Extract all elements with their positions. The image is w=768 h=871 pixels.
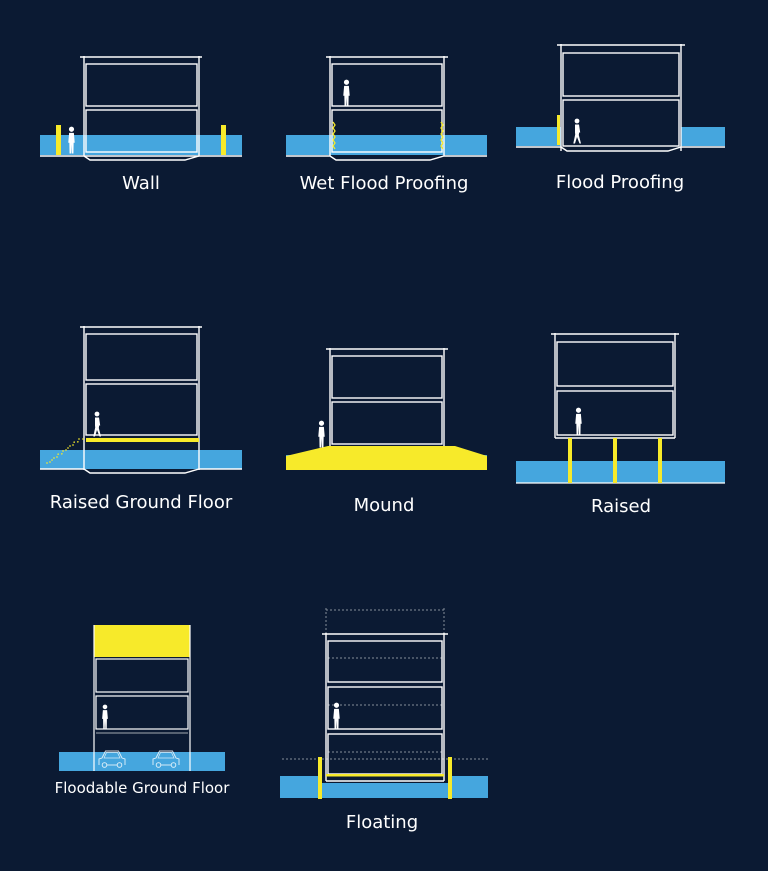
person-icon xyxy=(318,420,325,448)
diagram-wall xyxy=(40,56,242,161)
label-wet-flood-proofing: Wet Flood Proofing xyxy=(299,173,469,194)
diagram-wet-flood-proofing xyxy=(286,56,487,161)
diagram-mound xyxy=(286,348,487,470)
building xyxy=(40,326,242,474)
diagram-raised xyxy=(516,333,725,484)
diagram-floating xyxy=(280,608,488,799)
guide-post-right xyxy=(448,757,452,799)
person-icon xyxy=(343,79,350,107)
diagram-raised-ground-floor xyxy=(40,326,242,474)
earth-mound xyxy=(286,446,487,470)
pillar xyxy=(613,438,617,483)
flood-barrier xyxy=(557,115,560,145)
water-level xyxy=(40,450,242,469)
water-level xyxy=(516,461,725,483)
building xyxy=(322,633,448,782)
label-raised-ground-floor: Raised Ground Floor xyxy=(49,492,233,513)
floating-platform xyxy=(326,774,444,777)
building-interior-dry xyxy=(561,127,681,146)
building xyxy=(551,333,679,439)
water-level xyxy=(286,135,487,155)
top-floor-highlight xyxy=(94,625,190,657)
flood-wall-left xyxy=(56,125,61,155)
flood-wall-right xyxy=(221,125,226,155)
raised-floor-slab xyxy=(86,438,199,442)
label-wall: Wall xyxy=(122,173,160,194)
label-floodable-ground-floor: Floodable Ground Floor xyxy=(54,779,230,797)
diagram-flood-proofing xyxy=(516,44,725,152)
diagram-floodable-ground-floor xyxy=(59,625,225,771)
label-floating: Floating xyxy=(345,812,419,833)
flood-vent-right xyxy=(440,121,444,150)
building xyxy=(93,625,191,771)
floating-hull xyxy=(322,776,449,783)
building xyxy=(40,56,242,161)
label-flood-proofing: Flood Proofing xyxy=(555,172,685,193)
label-mound: Mound xyxy=(353,495,415,516)
person-icon xyxy=(102,704,108,729)
person-icon xyxy=(333,702,340,730)
pillar xyxy=(568,438,572,483)
label-raised: Raised xyxy=(590,496,652,517)
guide-post-left xyxy=(318,757,322,799)
water-level xyxy=(59,752,225,771)
person-icon xyxy=(93,411,101,437)
water-level xyxy=(40,135,242,155)
pillar xyxy=(658,438,662,483)
building xyxy=(286,56,487,161)
building xyxy=(326,348,448,446)
building xyxy=(516,44,725,152)
person-icon xyxy=(575,407,582,435)
access-stairs xyxy=(46,438,84,464)
risen-position-outline xyxy=(282,608,488,760)
flood-vent-left xyxy=(332,121,336,150)
